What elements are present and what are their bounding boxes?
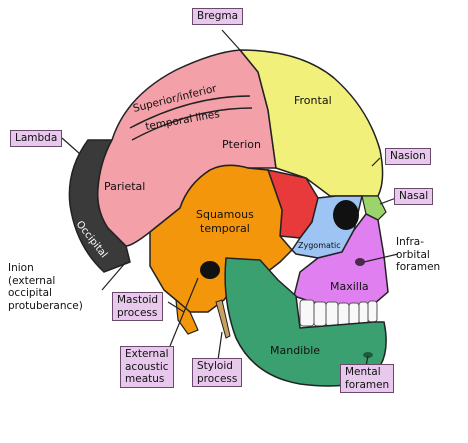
label-mental-foramen: Mental foramen (340, 364, 395, 394)
bone-name-mandible: Mandible (270, 344, 320, 357)
label-external-acoustic-meatus: External acoustic meatus (120, 346, 174, 388)
bone-name-parietal: Parietal (104, 180, 145, 193)
mental-line1: Mental (345, 366, 381, 378)
bone-name-squamous: Squamous temporal (196, 208, 257, 235)
temporal-line-inferior (131, 107, 253, 141)
mandible-bone (224, 257, 387, 387)
pointer-lines (61, 29, 399, 367)
inion-line2: (external (8, 274, 56, 287)
mastoid-process (175, 298, 199, 335)
label-nasion: Nasion (385, 148, 431, 165)
mastoid-line2: process (117, 306, 158, 319)
bone-name-pterion: Pterion (222, 138, 261, 151)
mental-line2: foramen (345, 378, 390, 391)
bone-name-zygomatic: Zygomatic (298, 241, 341, 250)
inion-line1: Inion (8, 262, 34, 274)
label-styloid-process: Styloid process (192, 358, 243, 388)
styloid-line2: process (197, 372, 238, 385)
mental-foramen-hole (363, 352, 373, 358)
label-nasal: Nasal (394, 188, 434, 205)
infraorbital-line1: Infra- (396, 236, 424, 248)
meatus-line3: meatus (125, 373, 165, 386)
styloid-process (215, 299, 231, 339)
temporal-line-superior (129, 95, 251, 129)
bone-name-frontal: Frontal (294, 94, 332, 107)
meatus-line2: acoustic (125, 360, 169, 373)
label-mastoid-process: Mastoid process (112, 292, 164, 322)
bone-name-maxilla: Maxilla (330, 280, 369, 293)
infraorbital-line2: orbital (396, 248, 430, 261)
infraorbital-hole (355, 258, 365, 266)
meatus-line1: External (125, 348, 169, 360)
nasal-bone (361, 195, 387, 221)
inion-line4: protuberance) (8, 299, 83, 312)
orbit-socket (333, 200, 359, 230)
label-infraorbital-foramen: Infra- orbital foramen (396, 236, 440, 274)
label-inion: Inion (external occipital protuberance) (8, 262, 100, 312)
label-lambda: Lambda (10, 130, 63, 147)
styloid-line1: Styloid (197, 360, 233, 372)
infraorbital-line3: foramen (396, 261, 441, 274)
teeth (299, 299, 378, 327)
bone-name-squamous-line1: Squamous (196, 208, 254, 221)
label-bregma: Bregma (192, 8, 244, 25)
bone-name-squamous-line2: temporal (200, 222, 250, 235)
external-acoustic-meatus-hole (200, 261, 220, 279)
mastoid-line1: Mastoid (117, 294, 159, 306)
inion-line3: occipital (8, 287, 52, 300)
